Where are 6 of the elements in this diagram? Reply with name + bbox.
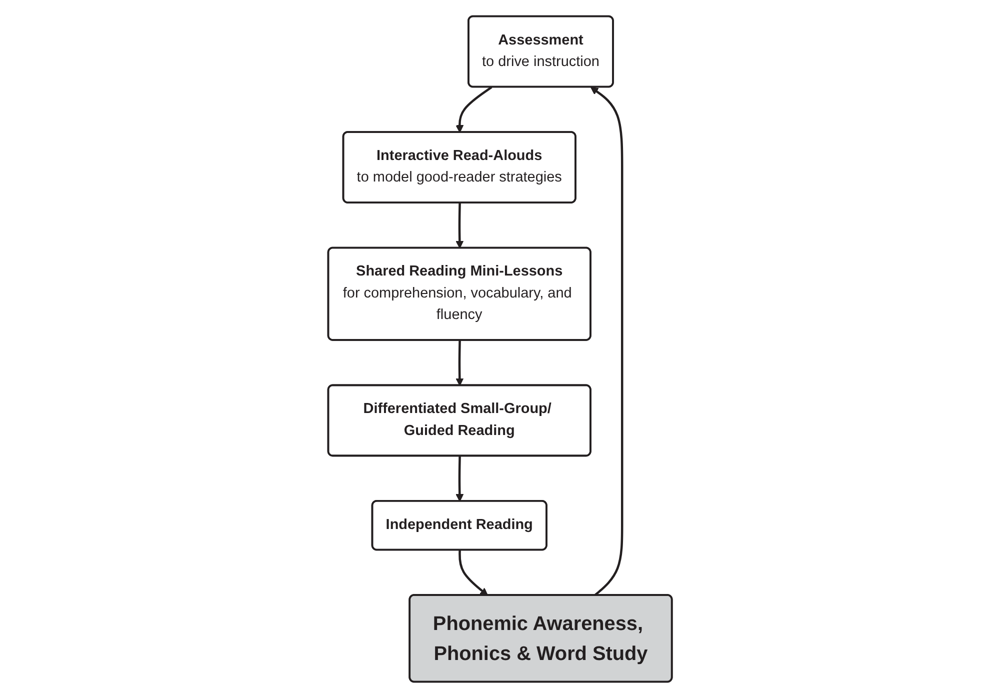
arrow	[456, 340, 464, 386]
arrow	[456, 456, 464, 502]
arrow	[590, 86, 624, 596]
arrow	[458, 550, 488, 596]
arrow	[456, 202, 464, 249]
arrow	[456, 86, 492, 133]
